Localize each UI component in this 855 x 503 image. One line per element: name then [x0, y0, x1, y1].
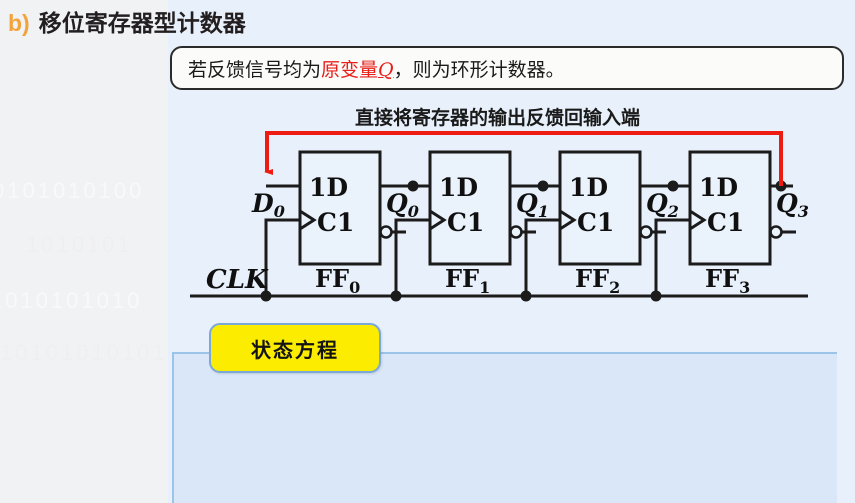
label-1D: 1D — [569, 173, 608, 202]
watermark-text: 1010101010 — [0, 288, 143, 313]
shift-register-circuit: 1D C1 1D C1 1D C1 1D C1 FF0 FF1 FF2 FF3 … — [168, 0, 855, 503]
callout-text: 若反馈信号均为原变量Q，则为环形计数器。 — [172, 55, 565, 82]
title-marker: b) — [8, 10, 30, 36]
callout-tail: ，则为环形计数器。 — [393, 58, 565, 81]
label-1D: 1D — [439, 173, 478, 202]
label-Q0: Q0 — [386, 189, 419, 221]
callout-box: 若反馈信号均为原变量Q，则为环形计数器。 — [170, 46, 844, 90]
label-FF1: FF1 — [445, 264, 490, 297]
flipflop-bodies — [298, 150, 772, 266]
diagram-subtitle: 直接将寄存器的输出反馈回输入端 — [355, 107, 641, 129]
label-Q2: Q2 — [646, 189, 679, 221]
label-C1: C1 — [577, 208, 614, 237]
circuit-wires — [190, 184, 808, 298]
label-FF2: FF2 — [575, 264, 620, 297]
clock-triangle-icon — [299, 209, 707, 231]
label-C1: C1 — [707, 208, 744, 237]
label-1D: 1D — [699, 173, 738, 202]
label-Q1: Q1 — [516, 189, 549, 221]
callout-highlight: 原变量 — [321, 58, 379, 81]
state-equation-badge: 状态方程 — [209, 323, 381, 373]
feedback-wire — [264, 131, 783, 186]
callout-lead: 若反馈信号均为 — [188, 58, 322, 81]
label-D0: D0 — [251, 189, 285, 221]
label-C1: C1 — [447, 208, 484, 237]
callout-highlight-variable: Q — [378, 58, 394, 81]
label-C1: C1 — [317, 208, 354, 237]
state-equation-label: 状态方程 — [251, 337, 339, 362]
watermark-text: 0101010100 — [0, 178, 145, 203]
title-text: 移位寄存器型计数器 — [38, 10, 246, 36]
label-CLK: CLK — [206, 265, 269, 295]
state-equation-panel — [172, 352, 837, 503]
label-Q3: Q3 — [776, 189, 809, 221]
label-FF0: FF0 — [315, 264, 360, 297]
page-title: b) 移位寄存器型计数器 — [8, 4, 246, 38]
label-FF3: FF3 — [705, 264, 750, 297]
watermark-text: 1010101 — [26, 232, 133, 257]
junction-dot — [260, 180, 787, 302]
inverted-output-bubble-icon — [379, 225, 783, 239]
label-1D: 1D — [309, 173, 348, 202]
